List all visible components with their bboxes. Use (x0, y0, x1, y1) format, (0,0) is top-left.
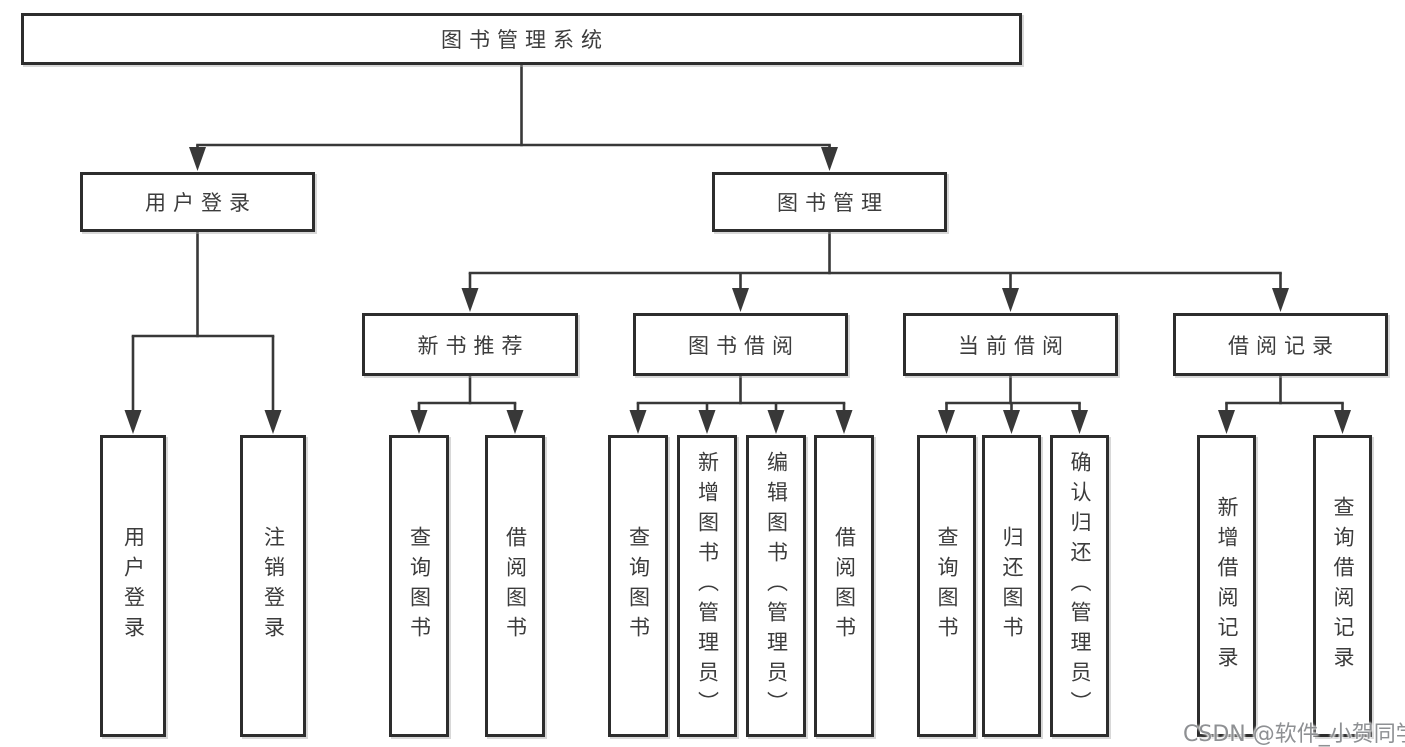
leaf-br-query-record-label: 查询借阅记录 (1331, 496, 1355, 676)
leaf-cb-query-books-label: 查询图书 (935, 526, 959, 646)
leaf-bb-edit-books: 编辑图书（管理员） (746, 435, 806, 737)
leaf-bb-add-books-label: 新增图书（管理员） (695, 451, 720, 721)
leaf-nbr-borrow-books: 借阅图书 (485, 435, 545, 737)
leaf-nbr-query-books: 查询图书 (389, 435, 449, 737)
node-new-book-recommend-label: 新书推荐 (417, 333, 530, 358)
leaf-nbr-borrow-books-label: 借阅图书 (503, 526, 528, 646)
node-book-management-label: 图书管理 (777, 191, 889, 215)
node-book-borrow: 图书借阅 (633, 313, 848, 376)
node-root-label: 图书管理系统 (441, 28, 609, 52)
leaf-bb-borrow-books-label: 借阅图书 (832, 526, 857, 646)
leaf-br-add-record: 新增借阅记录 (1197, 435, 1256, 737)
node-root: 图书管理系统 (21, 13, 1022, 65)
leaf-br-add-record-label: 新增借阅记录 (1215, 496, 1239, 676)
leaf-cb-query-books: 查询图书 (917, 435, 976, 737)
leaf-cb-return-books-label: 归还图书 (1000, 526, 1024, 646)
node-book-management: 图书管理 (712, 172, 947, 232)
leaf-logout-label: 注销登录 (261, 526, 286, 646)
leaf-nbr-query-books-label: 查询图书 (407, 526, 432, 646)
leaf-cb-confirm-return-label: 确认归还（管理员） (1068, 451, 1092, 721)
node-current-borrow-label: 当前借阅 (958, 333, 1070, 358)
node-new-book-recommend: 新书推荐 (362, 313, 578, 376)
leaf-br-query-record: 查询借阅记录 (1313, 435, 1372, 737)
leaf-user-login: 用户登录 (100, 435, 166, 737)
leaf-user-login-label: 用户登录 (121, 526, 146, 646)
csdn-watermark: CSDN @软件_小贺同学 (1183, 722, 1405, 747)
node-user-login: 用户登录 (80, 172, 315, 232)
leaf-cb-return-books: 归还图书 (982, 435, 1041, 737)
node-user-login-label: 用户登录 (145, 191, 257, 215)
leaf-logout: 注销登录 (240, 435, 306, 737)
leaf-bb-query-books-label: 查询图书 (626, 526, 651, 646)
leaf-cb-confirm-return: 确认归还（管理员） (1050, 435, 1109, 737)
leaf-bb-query-books: 查询图书 (608, 435, 668, 737)
node-borrow-records-label: 借阅记录 (1228, 333, 1340, 358)
leaf-bb-edit-books-label: 编辑图书（管理员） (764, 451, 789, 721)
node-book-borrow-label: 图书借阅 (688, 333, 800, 358)
node-borrow-records: 借阅记录 (1173, 313, 1388, 376)
node-current-borrow: 当前借阅 (903, 313, 1118, 376)
leaf-bb-borrow-books: 借阅图书 (814, 435, 874, 737)
leaf-bb-add-books: 新增图书（管理员） (677, 435, 737, 737)
